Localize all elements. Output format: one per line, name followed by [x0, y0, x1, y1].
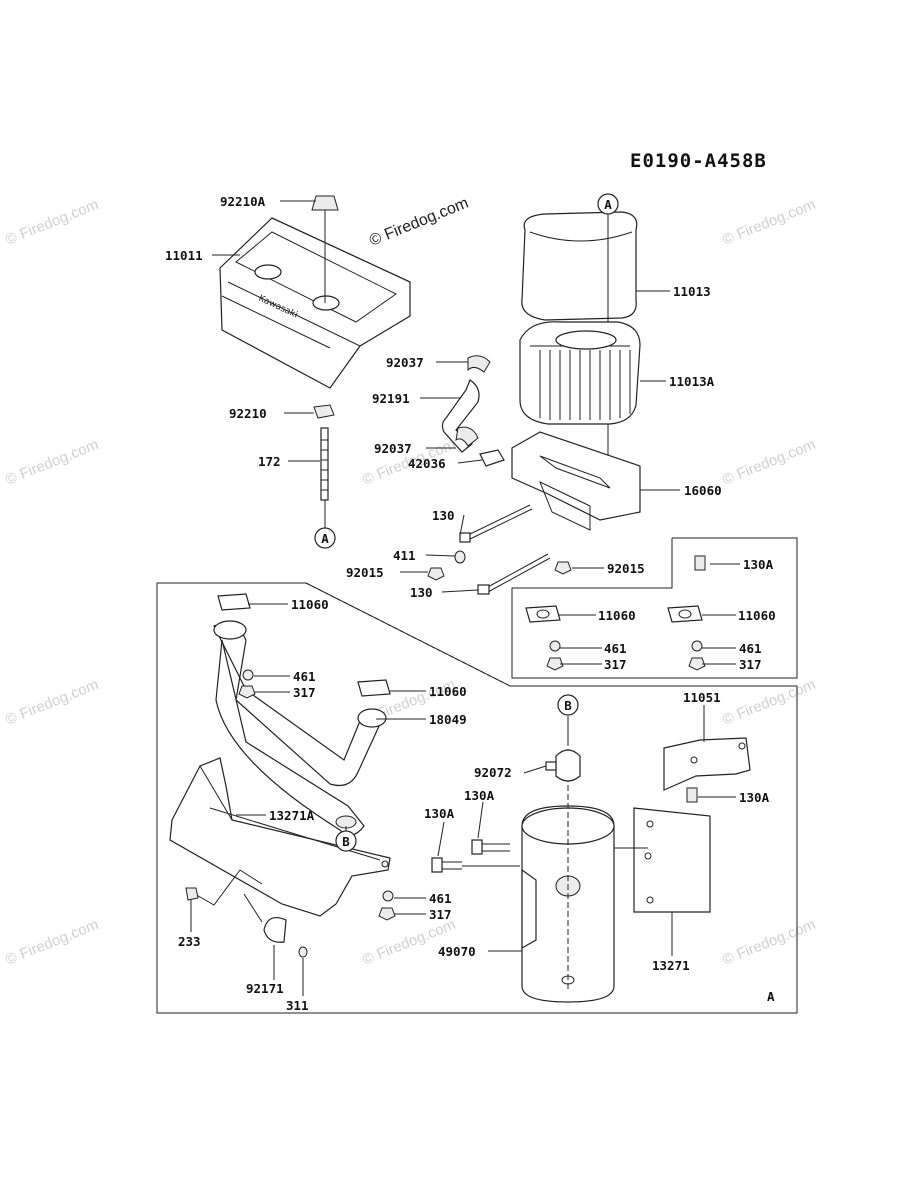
- callout-B-top: B: [557, 694, 579, 716]
- part-label: 92210: [229, 406, 267, 421]
- part-label: 130A: [424, 806, 455, 821]
- part-label: 42036: [408, 456, 446, 471]
- callout-letter: A: [604, 197, 612, 212]
- nut-92015-right: [554, 561, 572, 575]
- part-label: 11060: [598, 608, 636, 623]
- part-label: 13271A: [269, 808, 315, 823]
- part-label: 92015: [346, 565, 384, 580]
- part-label: 11060: [291, 597, 329, 612]
- part-label: 11013: [673, 284, 711, 299]
- part-label: 130A: [739, 790, 770, 805]
- main-watermark: © Firedog.com: [367, 195, 471, 250]
- gasket-11060-b: [357, 679, 391, 697]
- air-cleaner-cover: Kawasaki: [219, 217, 411, 389]
- washer-411: [454, 550, 466, 564]
- part-labels: 92210A 11011 11013 11013A 92037 92191 92…: [165, 194, 776, 1013]
- part-label: 92015: [607, 561, 645, 576]
- callout-letter: A: [321, 531, 329, 546]
- corner-label: A: [767, 989, 775, 1004]
- bolt-130A-a: [471, 839, 510, 855]
- washer-461-a: [242, 669, 254, 681]
- exhaust-pipe-18049: [213, 620, 387, 836]
- part-label: 92072: [474, 765, 512, 780]
- bolt-130-upper: [459, 504, 533, 543]
- watermark: © Firedog.com: [3, 916, 101, 969]
- part-label: 233: [178, 934, 201, 949]
- part-label: 317: [429, 907, 452, 922]
- part-label: 411: [393, 548, 416, 563]
- watermark: © Firedog.com: [720, 676, 818, 729]
- part-label: 130A: [464, 788, 495, 803]
- watermark: © Firedog.com: [3, 676, 101, 729]
- watermark: © Firedog.com: [3, 436, 101, 489]
- watermark: © Firedog.com: [720, 436, 818, 489]
- part-label: 92171: [246, 981, 284, 996]
- part-label: 130: [410, 585, 433, 600]
- part-label: 461: [739, 641, 762, 656]
- clamp-92171: [263, 917, 287, 943]
- part-label: 461: [429, 891, 452, 906]
- clamp-92072: [545, 749, 581, 782]
- part-label: 11060: [429, 684, 467, 699]
- bolt-130A-c: [686, 787, 698, 803]
- callout-letter: B: [342, 834, 350, 849]
- part-label: 461: [604, 641, 627, 656]
- callout-A-top: A: [597, 193, 619, 215]
- watermark: © Firedog.com: [3, 196, 101, 249]
- bolt-130A-b: [431, 857, 462, 873]
- leader-lines: [190, 200, 740, 996]
- part-label: 92037: [374, 441, 412, 456]
- bolt-233: [185, 887, 199, 901]
- part-label: 92210A: [220, 194, 266, 209]
- diagram-code: E0190-A458B: [630, 150, 767, 172]
- watermark: © Firedog.com: [360, 916, 458, 969]
- part-label: 130A: [743, 557, 774, 572]
- callout-B-bottom: B: [335, 830, 357, 852]
- callout-letter: B: [564, 698, 572, 713]
- hose-92191: [441, 379, 480, 453]
- bracket-13271: [633, 807, 711, 913]
- bracket-11051: [663, 737, 751, 791]
- heat-shield-13271A: [169, 757, 391, 917]
- base-16060: [511, 431, 641, 531]
- callout-A-bottom: A: [314, 527, 336, 549]
- clamp-92037-top: [467, 355, 491, 373]
- part-label: 130: [432, 508, 455, 523]
- nut-92015-left: [427, 567, 445, 581]
- nut-317-b: [378, 907, 396, 921]
- watermark: © Firedog.com: [720, 196, 818, 249]
- part-label: 461: [293, 669, 316, 684]
- clamp-92037-bottom: [455, 426, 479, 447]
- gasket-11060-a: [217, 593, 251, 611]
- element-11013A: [519, 321, 641, 425]
- part-label: 18049: [429, 712, 467, 727]
- pre-cleaner-11013: [521, 211, 638, 321]
- nut-317-a: [238, 685, 256, 699]
- part-label: 11013A: [669, 374, 715, 389]
- part-label: 317: [293, 685, 316, 700]
- nut-311: [298, 946, 308, 958]
- cap-nut-92210A: [311, 195, 339, 211]
- washer-461-b: [382, 890, 394, 902]
- stud-172: [320, 427, 329, 501]
- inset-gaskets: [525, 555, 706, 671]
- part-label: 16060: [684, 483, 722, 498]
- bolt-130-lower: [477, 553, 551, 595]
- part-label: 311: [286, 998, 309, 1013]
- part-label: 13271: [652, 958, 690, 973]
- watermark: © Firedog.com: [720, 916, 818, 969]
- part-label: 11060: [738, 608, 776, 623]
- part-label: 49070: [438, 944, 476, 959]
- part-label: 317: [604, 657, 627, 672]
- part-label: 11051: [683, 690, 721, 705]
- part-label: 92037: [386, 355, 424, 370]
- part-label: 92191: [372, 391, 410, 406]
- part-label: 11011: [165, 248, 203, 263]
- inset-box-top: [511, 537, 798, 679]
- fitting-42036: [479, 449, 505, 467]
- part-label: 317: [739, 657, 762, 672]
- nut-92210: [313, 404, 335, 419]
- part-label: 172: [258, 454, 281, 469]
